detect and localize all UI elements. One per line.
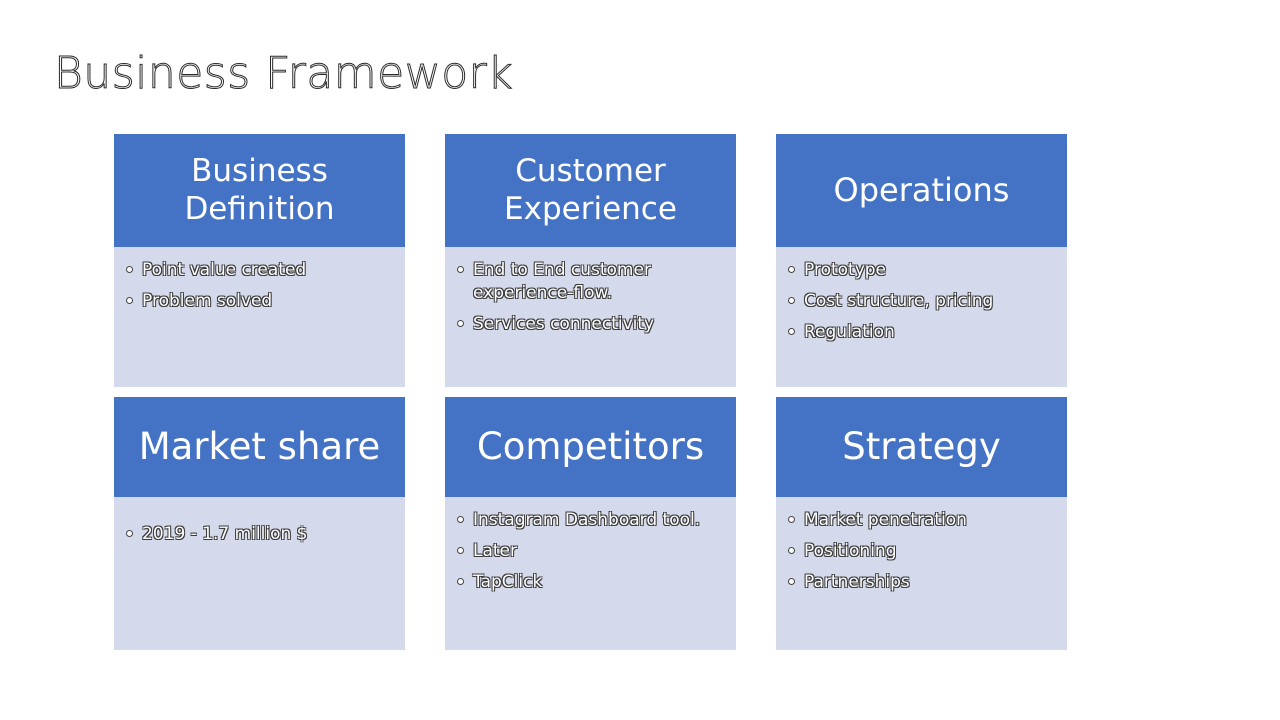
bullet-dot-icon — [457, 578, 464, 585]
bullet-dot-icon — [457, 547, 464, 554]
bullet-text: End to End customer experience-flow. — [473, 260, 651, 303]
list-item: Market penetration — [786, 509, 1057, 532]
card-customer-experience: Customer Experience End to End customer … — [445, 134, 736, 387]
bullet-list: 2019 - 1.7 million $ — [124, 523, 395, 546]
card-header: Market share — [114, 397, 405, 497]
bullet-dot-icon — [788, 297, 795, 304]
bullet-text: Problem solved — [142, 291, 273, 311]
card-strategy: Strategy Market penetration Positioning … — [776, 397, 1067, 650]
bullet-dot-icon — [457, 320, 464, 327]
list-item: Later — [455, 540, 726, 563]
bullet-text: Regulation — [804, 322, 895, 342]
bullet-dot-icon — [126, 530, 133, 537]
card-body: 2019 - 1.7 million $ — [114, 497, 405, 650]
bullet-list: End to End customer experience-flow. Ser… — [455, 259, 726, 336]
bullet-dot-icon — [457, 516, 464, 523]
list-item: Cost structure, pricing — [786, 290, 1057, 313]
bullet-text: Later — [473, 541, 518, 561]
bullet-text: Instagram Dashboard tool. — [473, 510, 701, 530]
list-item: Prototype — [786, 259, 1057, 282]
bullet-dot-icon — [788, 516, 795, 523]
bullet-dot-icon — [788, 328, 795, 335]
list-item: Partnerships — [786, 571, 1057, 594]
bullet-dot-icon — [126, 266, 133, 273]
card-body: Point value created Problem solved — [114, 247, 405, 387]
card-body: Instagram Dashboard tool. Later TapClick — [445, 497, 736, 650]
card-header: Customer Experience — [445, 134, 736, 247]
bullet-text: Prototype — [804, 260, 887, 280]
bullet-list: Point value created Problem solved — [124, 259, 395, 313]
card-body: Prototype Cost structure, pricing Regula… — [776, 247, 1067, 387]
list-item: Instagram Dashboard tool. — [455, 509, 726, 532]
list-item: Regulation — [786, 321, 1057, 344]
card-operations: Operations Prototype Cost structure, pri… — [776, 134, 1067, 387]
bullet-list: Market penetration Positioning Partnersh… — [786, 509, 1057, 594]
card-market-share: Market share 2019 - 1.7 million $ — [114, 397, 405, 650]
bullet-text: 2019 - 1.7 million $ — [142, 524, 308, 544]
bullet-list: Instagram Dashboard tool. Later TapClick — [455, 509, 726, 594]
bullet-dot-icon — [126, 297, 133, 304]
bullet-text: Partnerships — [804, 572, 910, 592]
list-item: Services connectivity — [455, 313, 726, 336]
card-body: End to End customer experience-flow. Ser… — [445, 247, 736, 387]
list-item: Point value created — [124, 259, 395, 282]
card-competitors: Competitors Instagram Dashboard tool. La… — [445, 397, 736, 650]
bullet-text: Services connectivity — [473, 314, 655, 334]
card-header: Competitors — [445, 397, 736, 497]
bullet-dot-icon — [788, 578, 795, 585]
list-item: Problem solved — [124, 290, 395, 313]
bullet-dot-icon — [788, 266, 795, 273]
bullet-text: Positioning — [804, 541, 897, 561]
bullet-text: Cost structure, pricing — [804, 291, 994, 311]
bullet-text: Point value created — [142, 260, 307, 280]
list-item: End to End customer experience-flow. — [455, 259, 726, 305]
card-header: Operations — [776, 134, 1067, 247]
card-body: Market penetration Positioning Partnersh… — [776, 497, 1067, 650]
bullet-text: Market penetration — [804, 510, 967, 530]
list-item: TapClick — [455, 571, 726, 594]
bullet-dot-icon — [457, 266, 464, 273]
card-business-definition: Business Definition Point value created … — [114, 134, 405, 387]
list-item: Positioning — [786, 540, 1057, 563]
bullet-text: TapClick — [473, 572, 543, 592]
list-item: 2019 - 1.7 million $ — [124, 523, 395, 546]
card-header: Strategy — [776, 397, 1067, 497]
slide-title: Business Framework — [53, 48, 514, 100]
card-header: Business Definition — [114, 134, 405, 247]
bullet-list: Prototype Cost structure, pricing Regula… — [786, 259, 1057, 344]
bullet-dot-icon — [788, 547, 795, 554]
